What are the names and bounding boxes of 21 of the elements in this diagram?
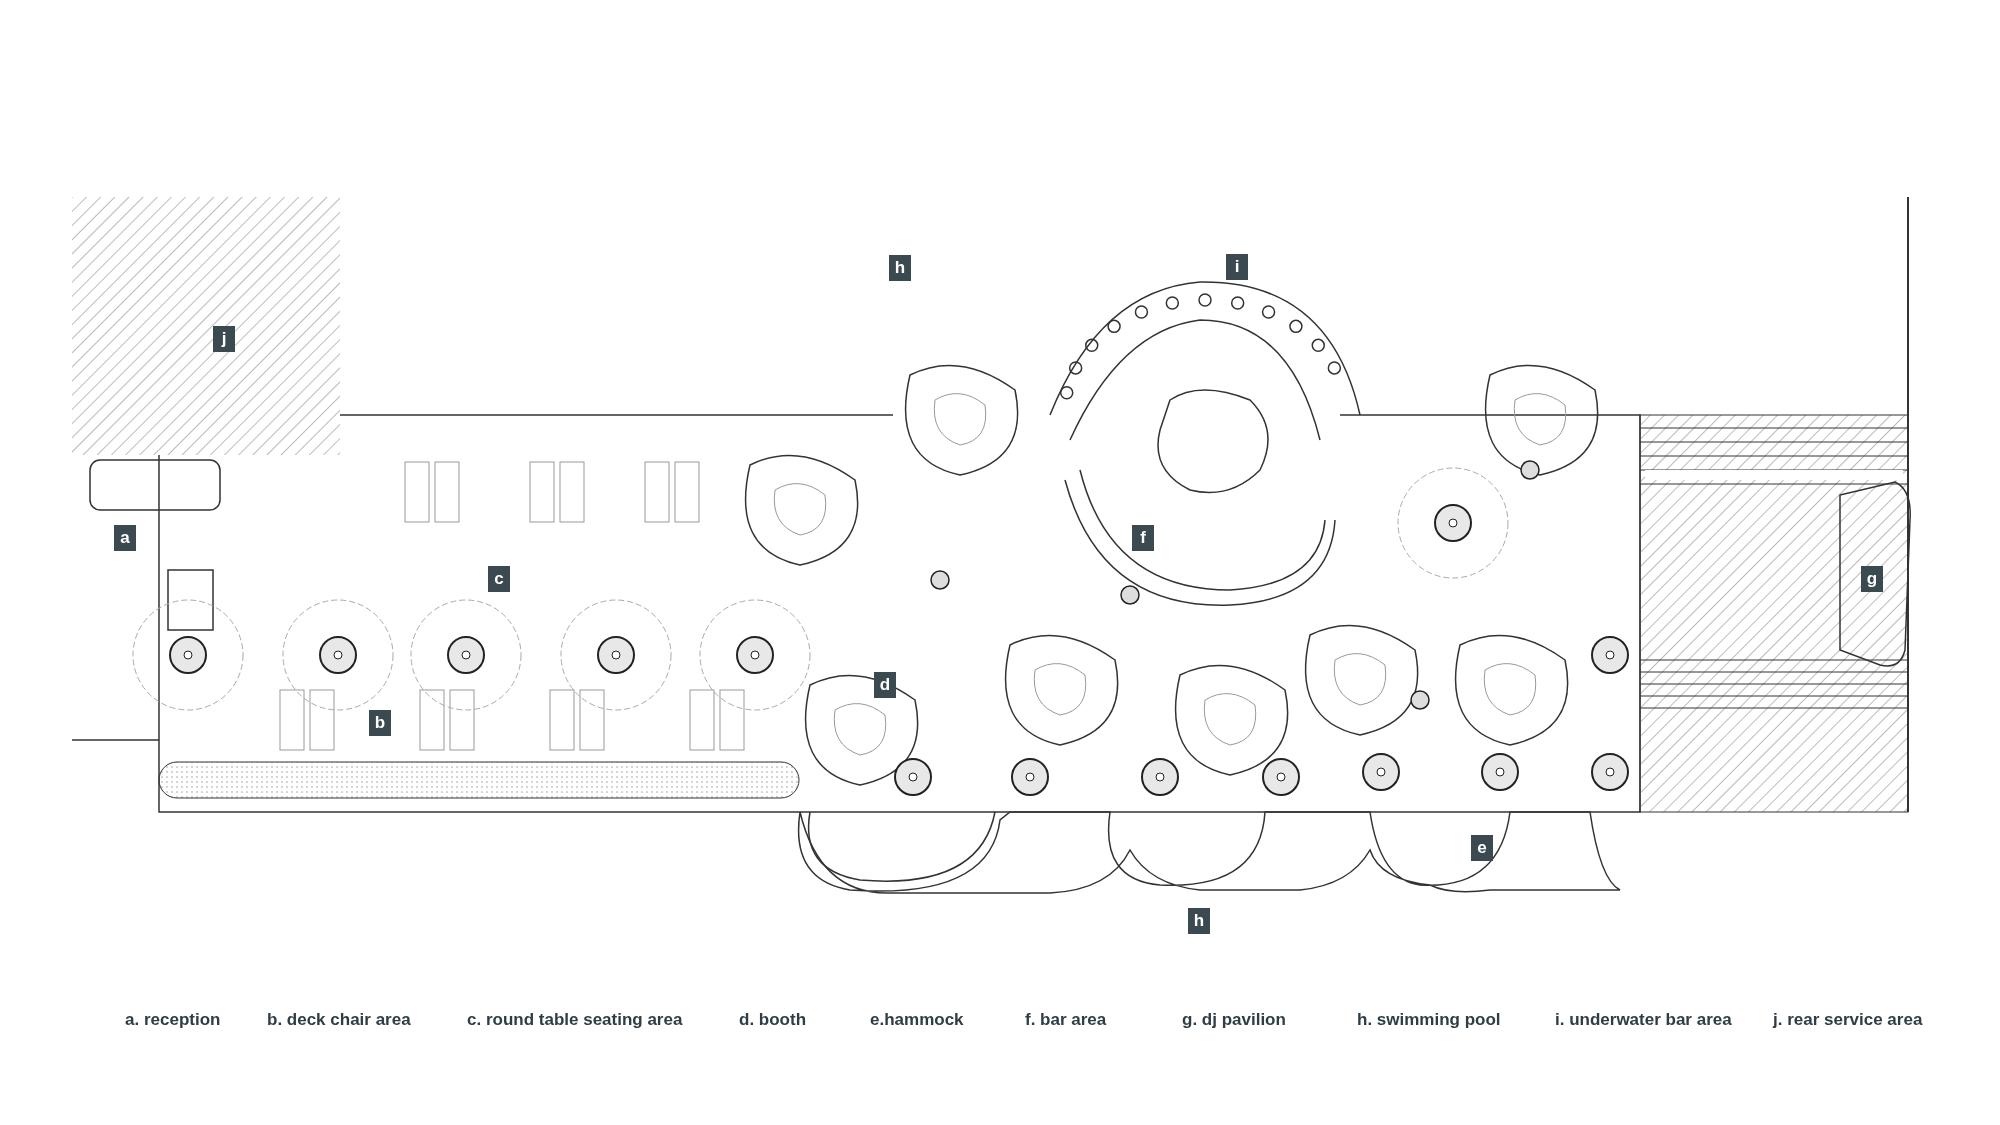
- callout-letter: h: [889, 255, 911, 281]
- key-label: c. round table seating area: [467, 1010, 683, 1030]
- key-label: a. reception: [125, 1010, 221, 1030]
- callout-letter: a: [114, 525, 136, 551]
- key-label: g. dj pavilion: [1182, 1010, 1286, 1030]
- key-label: j. rear service area: [1773, 1010, 1923, 1030]
- key-label: e.hammock: [870, 1010, 964, 1030]
- callout-letter: b: [369, 710, 391, 736]
- callout-letter: i: [1226, 254, 1248, 280]
- callout-letter: c: [488, 566, 510, 592]
- callout-letter: j: [213, 326, 235, 352]
- key-label: b. deck chair area: [267, 1010, 411, 1030]
- key-label: f. bar area: [1025, 1010, 1107, 1030]
- callout-letter: g: [1861, 566, 1883, 592]
- key-label: h. swimming pool: [1357, 1010, 1501, 1030]
- callout-letter: f: [1132, 525, 1154, 551]
- callout-letter: e: [1471, 835, 1493, 861]
- key-label: d. booth: [739, 1010, 807, 1030]
- key-label: i. underwater bar area: [1555, 1010, 1732, 1030]
- callout-letter: h: [1188, 908, 1210, 934]
- callout-letter: d: [874, 672, 896, 698]
